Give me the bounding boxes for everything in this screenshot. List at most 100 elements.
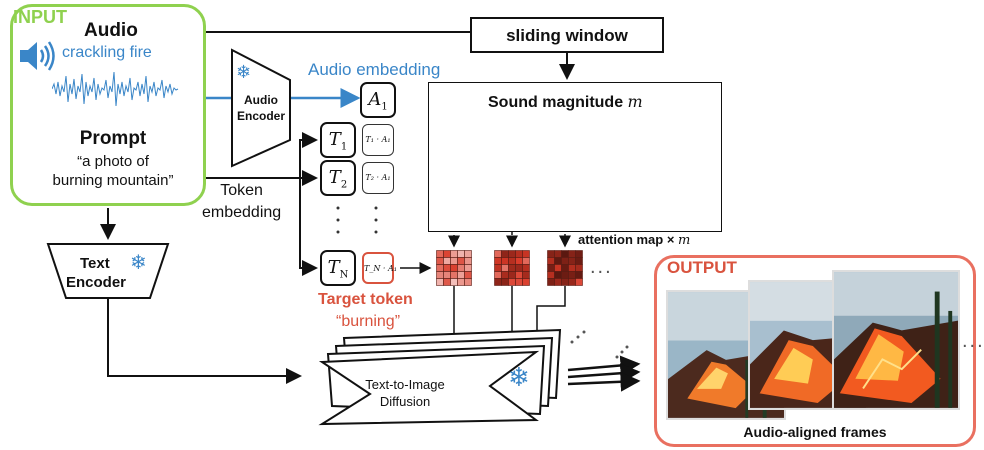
attention-cell: [464, 278, 472, 286]
attention-cell: [547, 257, 555, 265]
attention-cell: [443, 250, 451, 258]
attention-cell: [508, 271, 516, 279]
attention-cell: [522, 278, 530, 286]
attention-cell: [457, 257, 465, 265]
attention-cell: [457, 264, 465, 272]
attention-cell: [501, 271, 509, 279]
output-tag: OUTPUT: [667, 258, 737, 277]
audio-embedding-label: Audio embedding: [308, 60, 441, 79]
attention-map-1: [436, 250, 472, 291]
attention-label-text: attention map ×: [578, 232, 679, 247]
attention-cell: [450, 257, 458, 265]
attention-cell: [568, 250, 576, 258]
attention-cell: [501, 264, 509, 272]
attention-cell: [515, 278, 523, 286]
attention-cell: [522, 264, 530, 272]
audio-encoder-line-1: Audio: [244, 93, 278, 107]
attention-cell: [457, 278, 465, 286]
token-t2-base: T: [328, 167, 341, 188]
token-embedding-line-1: Token: [220, 182, 263, 199]
input-panel: [10, 4, 206, 206]
arrow-text-encoder-to-diffusion: [107, 298, 302, 384]
output-panel: [654, 255, 976, 447]
output-frame-3: [832, 270, 960, 410]
prompt-title: Prompt: [79, 128, 147, 149]
audio-title: Audio: [84, 20, 138, 41]
attention-ellipsis: ...: [590, 256, 613, 278]
diffusion-line-2: Diffusion: [379, 394, 431, 409]
attention-cell: [575, 264, 583, 272]
attention-cell: [561, 250, 569, 258]
attention-cell: [515, 271, 523, 279]
attention-cell: [464, 257, 472, 265]
diffusion-line-1: Text-to-Image: [365, 377, 445, 392]
token-t1-base: T: [328, 129, 341, 150]
attention-cell: [554, 257, 562, 265]
attention-cell: [450, 271, 458, 279]
attention-cell: [575, 271, 583, 279]
attention-cell: [554, 271, 562, 279]
audio-encoder-shape: [231, 48, 291, 168]
prompt-line-1: “a photo of: [77, 153, 149, 170]
magnitude-symbol: m: [627, 92, 643, 111]
attention-cell: [450, 278, 458, 286]
attention-cell: [547, 271, 555, 279]
output-caption: Audio-aligned frames: [743, 424, 887, 440]
attention-cell: [554, 278, 562, 286]
attention-cell: [450, 250, 458, 258]
attention-cell: [561, 271, 569, 279]
attention-cell: [443, 257, 451, 265]
attention-cell: [443, 271, 451, 279]
attention-cell: [547, 264, 555, 272]
attention-cell: [436, 257, 444, 265]
token-a1: A1: [360, 82, 396, 118]
attention-cell: [515, 257, 523, 265]
token-tn: TN: [320, 250, 356, 286]
attention-cell: [515, 250, 523, 258]
attention-cell: [494, 257, 502, 265]
attention-cell: [575, 250, 583, 258]
attention-grid: [547, 250, 583, 286]
magnitude-title: Sound magnitude m: [488, 92, 643, 112]
attention-cell: [515, 264, 523, 272]
attention-cell: [561, 264, 569, 272]
attention-cell: [568, 257, 576, 265]
attention-cell: [436, 271, 444, 279]
attention-map-2: [494, 250, 530, 291]
attention-cell: [508, 264, 516, 272]
attention-cell: [547, 250, 555, 258]
sliding-window-box: sliding window: [470, 17, 664, 53]
attention-cell: [508, 257, 516, 265]
attention-cell: [561, 278, 569, 286]
attention-cell: [457, 271, 465, 279]
attention-cell: [436, 250, 444, 258]
waveform-icon: [52, 71, 179, 107]
attention-map-3: [547, 250, 583, 291]
text-encoder-label: Text Encoder: [66, 254, 126, 292]
snowflake-icon: ❄: [236, 62, 252, 82]
attention-cell: [508, 250, 516, 258]
snowflake-icon: ❄: [130, 252, 147, 274]
diffusion-label: Text-to-Image Diffusion: [350, 376, 460, 410]
attention-cell: [508, 278, 516, 286]
attention-map-label: attention map × m: [578, 232, 690, 248]
attention-cell: [575, 278, 583, 286]
attention-cell: [522, 271, 530, 279]
attention-cell: [436, 278, 444, 286]
attention-cell: [464, 250, 472, 258]
magnitude-title-text: Sound magnitude: [488, 94, 628, 111]
audio-encoder-line-2: Encoder: [236, 109, 285, 123]
attention-cell: [494, 264, 502, 272]
text-encoder-line-2: Encoder: [66, 274, 127, 291]
attention-cell: [464, 264, 472, 272]
token-product-target: T_N · A₁: [362, 252, 397, 284]
token-embedding-label: Token embedding: [202, 180, 281, 224]
magnitude-plot: [428, 82, 722, 232]
snowflake-icon: ❄: [508, 362, 530, 392]
target-token-label: Target token: [318, 291, 413, 308]
attention-cell: [450, 264, 458, 272]
attention-cell: [554, 250, 562, 258]
arrow-token-embedding: [206, 132, 318, 179]
token-t1-sub: 1: [340, 141, 348, 153]
